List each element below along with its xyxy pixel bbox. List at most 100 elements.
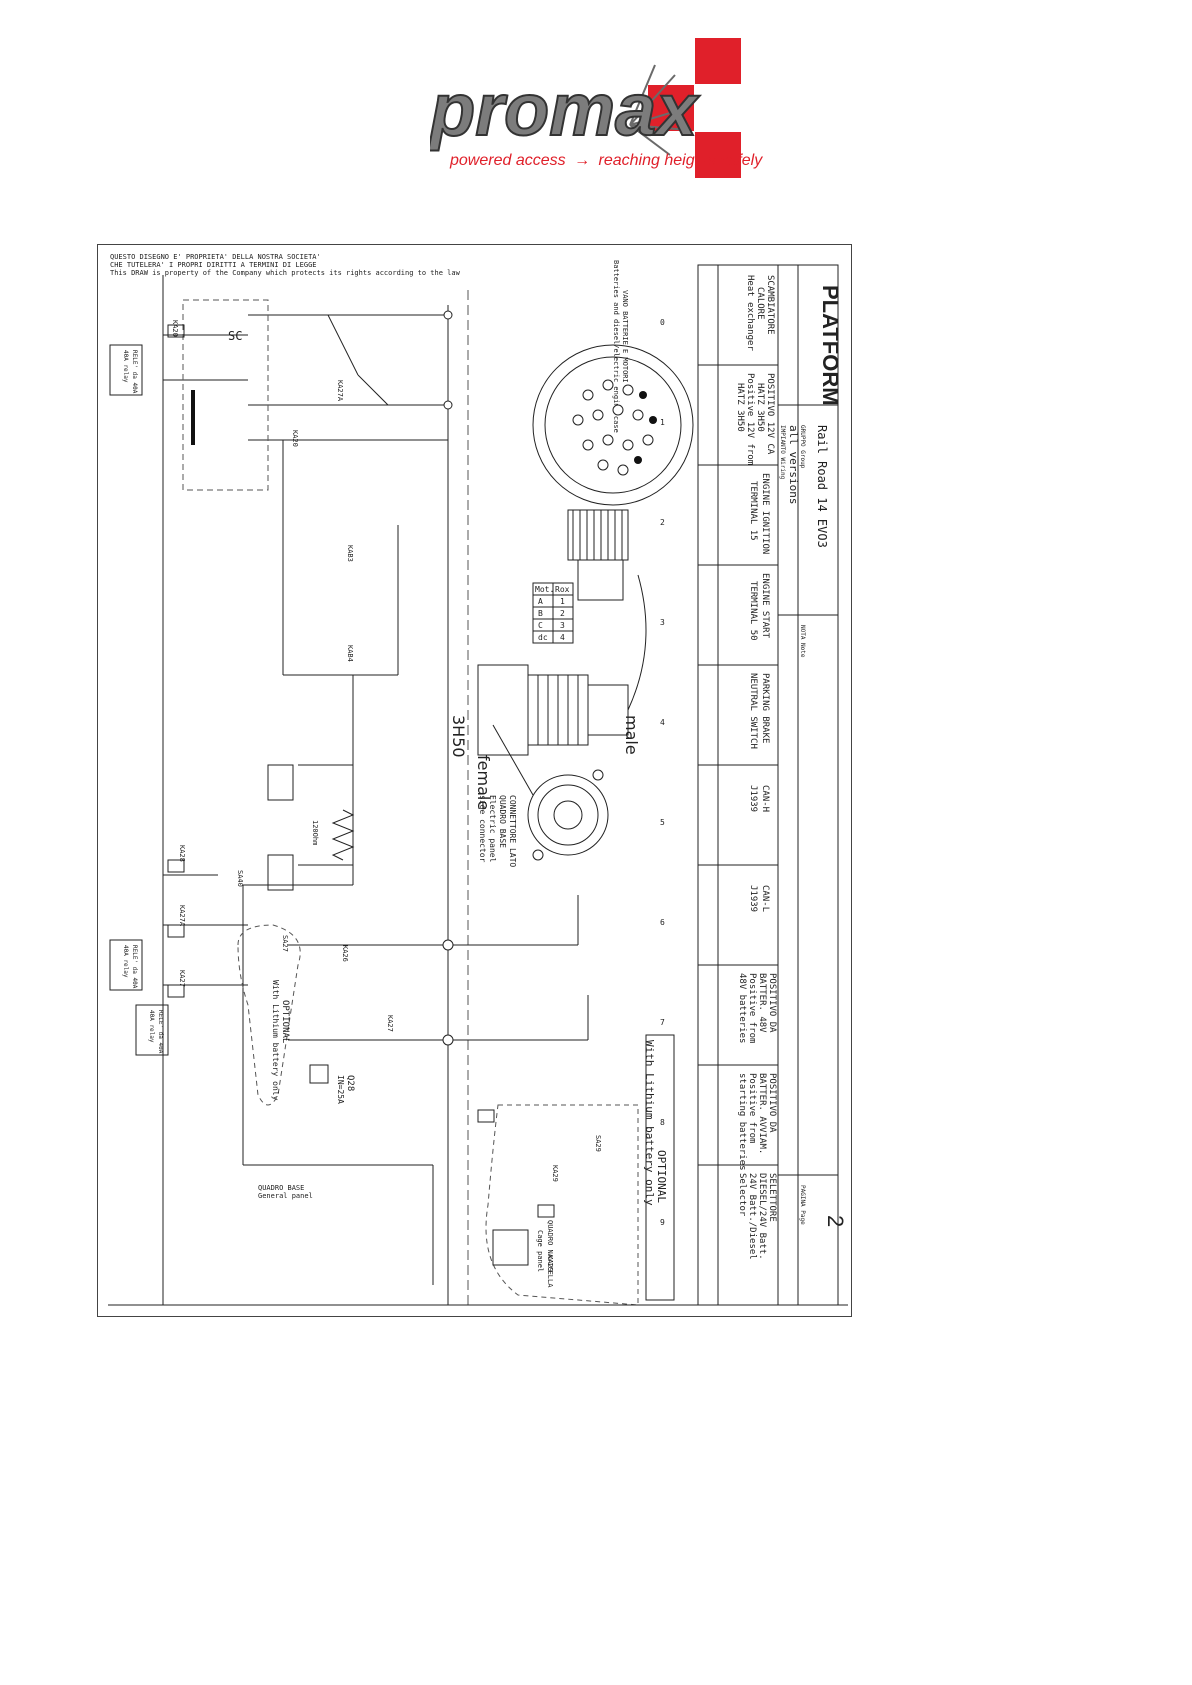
cage-panel-box [492, 1229, 529, 1266]
general-panel-label: QUADRO BASE [258, 1184, 304, 1192]
ka28-label: KA28 [178, 845, 186, 862]
col-1-line-4: HATZ 3H50 [735, 383, 745, 432]
col-0-index: 0 [660, 318, 665, 327]
svg-text:2: 2 [560, 609, 565, 618]
col-7-line-4: 48V batteries [737, 973, 747, 1043]
pin-table: Mot. Rox A 1 B 2 C 3 dc 4 [532, 582, 574, 644]
logo-wordmark: promax [430, 68, 700, 151]
platform-logo-text: PLATFORM [818, 285, 843, 406]
kab3-label: KAB3 [346, 545, 354, 562]
logo-red-square-bottom [695, 132, 741, 178]
col-6-index: 6 [660, 918, 665, 927]
col-7-line-1: POSITIVO DA [767, 973, 777, 1033]
svg-text:RELE' da 40A: RELE' da 40A [131, 350, 138, 394]
column-headers: SCAMBIATORE CALORE Heat exchanger POSITI… [735, 275, 777, 1260]
wiring-diagram-sheet: QUESTO DISEGNO E' PROPRIETA' DELLA NOSTR… [97, 244, 852, 1317]
promax-logo: promax powered access → reaching heights… [427, 35, 830, 195]
connector-code-label: 3H50 [449, 715, 468, 758]
heater-element [191, 390, 195, 445]
col-4-line-1: PARKING BRAKE [760, 673, 770, 743]
col-2-line-2: TERMINAL 15 [748, 481, 758, 541]
page-number: 2 [823, 1215, 848, 1227]
svg-text:IN=25A: IN=25A [336, 1075, 345, 1104]
svg-text:40A relay: 40A relay [122, 945, 129, 978]
relay-coils [167, 324, 555, 1218]
svg-text:powered access → r: powered access → reaching heights safely [449, 152, 763, 169]
col-0-line-1: SCAMBIATORE [765, 275, 775, 335]
logo-tagline-arrow: → [574, 152, 590, 169]
cage-panel-label-en: Cage panel [536, 1230, 544, 1272]
col-0-line-2: CALORE [755, 287, 765, 320]
col-7-line-2: BATTER. 48V [757, 973, 767, 1033]
wiring-lines [162, 275, 589, 1305]
engine-case-label-en: Batteries and diesel/electric engine cas… [612, 260, 620, 433]
col-6-line-2: J1939 [748, 885, 758, 912]
optional-label-1b: With Lithium battery only [271, 980, 280, 1101]
svg-text:C: C [538, 621, 543, 630]
optional-box-2 [645, 1034, 675, 1301]
optional-region-1 [237, 924, 301, 1106]
col-9-line-3: 24V Batt./Diesel [747, 1173, 757, 1260]
logo-red-square-middle [648, 85, 694, 131]
sc-box [182, 299, 269, 491]
ka27-label: KA27 [178, 970, 186, 987]
logo-tagline-1: powered access [449, 152, 566, 169]
svg-text:B: B [538, 609, 543, 618]
col-5-line-2: J1939 [748, 785, 758, 812]
ka27a-label: KA27A [178, 905, 186, 927]
side-connector-label-2: QUADRO BASE [498, 795, 507, 848]
junction-nodes [442, 310, 454, 1046]
ka27-label-right: KA27 [386, 1015, 394, 1032]
optional-label-2: OPTIONAL [655, 1150, 668, 1203]
col-4-index: 4 [660, 718, 665, 727]
col-5-line-1: CAN-H [760, 785, 770, 812]
optional-label-1: OPTIONAL [280, 1000, 290, 1043]
svg-text:Q28: Q28 [345, 1075, 355, 1091]
col-8-line-1: POSITIVO DA [767, 1073, 777, 1133]
svg-text:4: 4 [560, 633, 565, 642]
svg-text:40A relay: 40A relay [148, 1010, 155, 1043]
plug-connector [567, 509, 629, 601]
optional-label-2b: With Lithium battery only [643, 1040, 656, 1206]
col-0-line-3: Heat exchanger [745, 275, 755, 351]
sa27-label: SA27 [281, 935, 289, 952]
col-8-line-4: starting batteries [737, 1073, 747, 1171]
svg-text:RELE' da 40A: RELE' da 40A [157, 1010, 164, 1054]
side-connector-label-3: Electric panel [488, 795, 497, 863]
resistor-label: 120Ohm [311, 820, 319, 845]
col-4-line-2: NEUTRAL SWITCH [748, 673, 758, 749]
svg-text:40A relay: 40A relay [122, 350, 129, 383]
copyright-line-2: CHE TUTELERA' I PROPRI DIRITTI A TERMINI… [110, 261, 317, 269]
kab4-label: KAB4 [346, 645, 354, 662]
svg-text:A: A [538, 597, 543, 606]
relay-40a-middle: RELE' da 40A 40A relay [109, 939, 143, 991]
group-value: all versions [787, 425, 800, 504]
col-1-line-2: HATZ 3H50 [755, 383, 765, 432]
connector-3h50 [477, 574, 647, 756]
sa29-label: SA29 [594, 1135, 602, 1152]
title-block [697, 264, 839, 1306]
ka29-label-bottom: KA29 [546, 1255, 554, 1272]
col-8-line-2: BATTER. AVVIAM. [757, 1073, 767, 1154]
col-9-line-2: DIESEL/24V Batt. [757, 1173, 767, 1260]
ka29-label: KA29 [551, 1165, 559, 1182]
svg-text:3: 3 [560, 621, 565, 630]
col-9-line-1: SELETTORE [767, 1173, 777, 1222]
copyright-line-1: QUESTO DISEGNO E' PROPRIETA' DELLA NOSTR… [110, 253, 321, 261]
connector-male-label: male [622, 715, 641, 755]
side-connector [492, 724, 609, 861]
group-label: GRUPPO Group [799, 425, 806, 469]
col-2-index: 2 [660, 518, 665, 527]
ka26-label: KA26 [341, 945, 349, 962]
logo-red-square-top [695, 38, 741, 84]
can-l-connector-box [267, 854, 294, 891]
col-1-line-3: Positive 12V from [745, 373, 755, 465]
col-7-line-3: Positive from [747, 973, 757, 1043]
col-9-index: 9 [660, 1218, 665, 1227]
side-connector-label-4: side connector [478, 795, 487, 863]
engine-case-label: VANO BATTERIE E MOTORI [621, 290, 629, 383]
col-6-line-1: CAN-L [760, 885, 770, 912]
copyright-line-3: This DRAW is property of the Company whi… [110, 269, 461, 277]
system-label: IMPIANTO Wiring [779, 425, 786, 480]
connector-female-label: female [474, 755, 493, 810]
